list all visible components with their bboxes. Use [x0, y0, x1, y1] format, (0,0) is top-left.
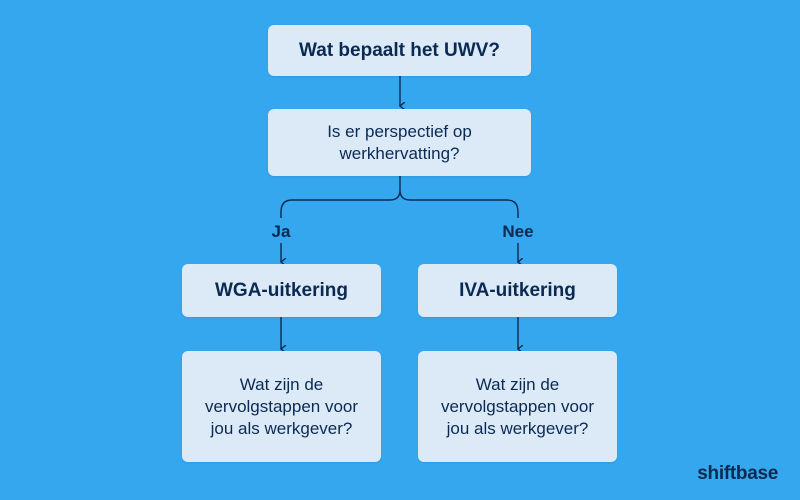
shiftbase-logo: shiftbase — [697, 463, 778, 484]
next-steps-node-right: Wat zijn de vervolgstappen voor jou als … — [418, 351, 617, 462]
iva-node: IVA-uitkering — [418, 264, 617, 317]
wga-node: WGA-uitkering — [182, 264, 381, 317]
wga-node-text: WGA-uitkering — [215, 279, 348, 301]
iva-node-text: IVA-uitkering — [459, 279, 576, 301]
question-node: Is er perspectief op werkhervatting? — [268, 109, 531, 176]
next-steps-right-text: Wat zijn de vervolgstappen voor jou als … — [440, 374, 595, 438]
root-node: Wat bepaalt het UWV? — [268, 25, 531, 76]
branch-label-no: Nee — [502, 222, 534, 241]
root-node-text: Wat bepaalt het UWV? — [299, 39, 500, 61]
branch-label-yes: Ja — [271, 222, 291, 241]
branch-connector — [280, 176, 519, 218]
next-steps-node-left: Wat zijn de vervolgstappen voor jou als … — [182, 351, 381, 462]
next-steps-left-text: Wat zijn de vervolgstappen voor jou als … — [204, 374, 359, 438]
question-node-text: Is er perspectief op werkhervatting? — [327, 121, 472, 163]
